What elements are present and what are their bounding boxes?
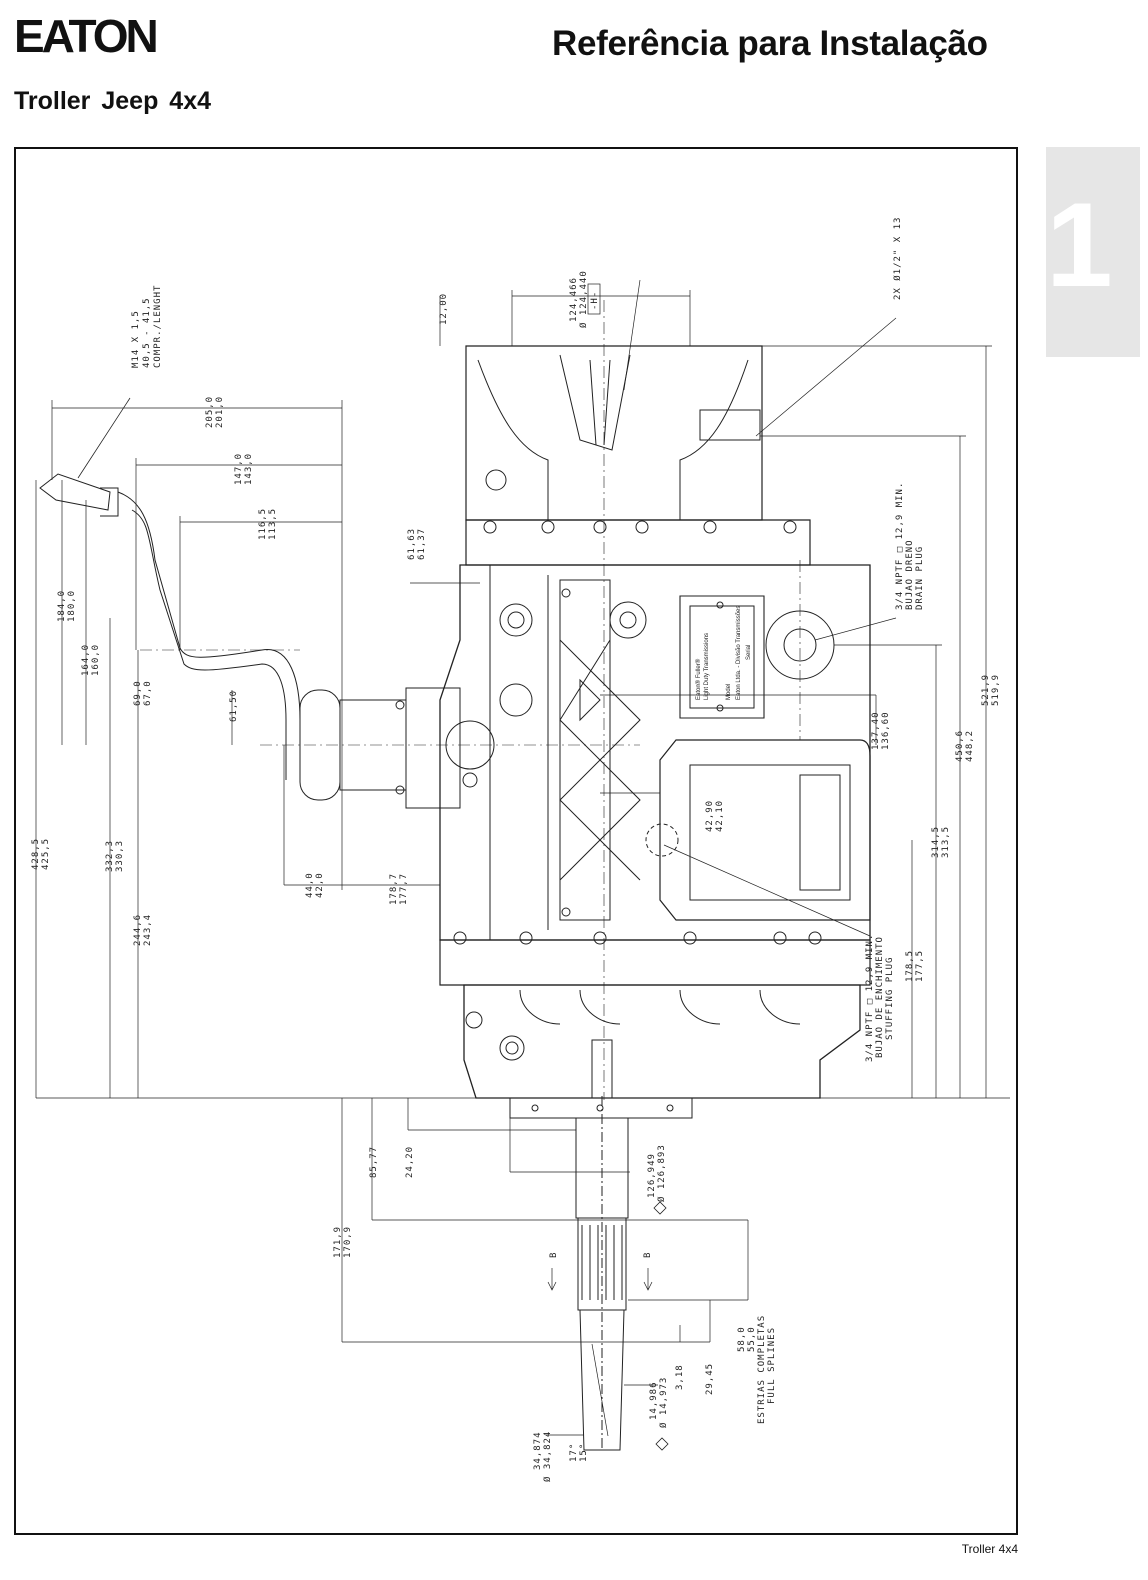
- dim-14986: 14,986: [649, 1381, 659, 1420]
- dim-6163: 61,63: [407, 528, 417, 560]
- dim-69: 69,0: [133, 680, 143, 706]
- eaton-logo: EATON: [14, 14, 164, 56]
- nameplate-line1: Light Duty Transmissions: [704, 633, 710, 700]
- nameplate-line3: Model: [726, 684, 732, 700]
- dim-1785: 178,5: [905, 950, 915, 982]
- dim-164: 164,0: [81, 644, 91, 676]
- lever-length-caption: COMPR./LENGHT: [153, 285, 163, 368]
- dim-1709: 170,9: [343, 1226, 353, 1258]
- center-lines: [140, 300, 801, 1100]
- page-subtitle: Troller Jeep 4x4: [14, 87, 212, 115]
- dim-4482: 448,2: [965, 730, 975, 762]
- dim-126949: 126,949: [647, 1153, 657, 1198]
- drain-plug-en: DRAIN PLUG: [915, 546, 925, 610]
- fill-plug-en: STUFFING PLUG: [885, 957, 895, 1040]
- dim-2945: 29,45: [705, 1363, 715, 1395]
- dim-6137: 61,37: [417, 528, 427, 560]
- dim-318: 3,18: [675, 1364, 685, 1390]
- datum-h: -H-: [590, 291, 600, 310]
- dim-42: 42,0: [315, 872, 325, 898]
- dim-2420: 24,20: [405, 1146, 415, 1178]
- dim-8577: 85,77: [369, 1146, 379, 1178]
- dim-116: 116,5: [258, 508, 268, 540]
- splines-pt: ESTRIAS COMPLETAS: [757, 1315, 767, 1424]
- fill-plug-pt: BUJAO DE ENCHIMENTO: [875, 936, 885, 1058]
- dim-143: 143,0: [244, 453, 254, 485]
- shift-lever: [39, 397, 301, 780]
- dim-55: 55,0: [747, 1326, 757, 1352]
- splines-en: FULL SPLINES: [767, 1327, 777, 1404]
- dim-34824: Ø 34,824: [542, 1431, 553, 1482]
- section-number: 1: [1046, 178, 1113, 312]
- dim-2446: 244,6: [133, 914, 143, 946]
- dim-13660: 136,60: [881, 711, 891, 750]
- dim-6150: 61,50: [229, 690, 239, 722]
- drawing-frame: [14, 147, 1018, 1535]
- bolt-spec: 2X Ø1/2" X 13: [892, 217, 903, 300]
- dim-5199: 519,9: [991, 674, 1001, 706]
- dim-44: 44,0: [305, 872, 315, 898]
- dim-3145: 314,5: [931, 826, 941, 858]
- drain-plug-pt: BUJAO DRENO: [905, 539, 915, 610]
- dim-201: 201,0: [215, 396, 225, 428]
- dim-4506: 450,6: [955, 730, 965, 762]
- dim-180: 180,0: [67, 590, 77, 622]
- dim-13740: 137,40: [871, 711, 881, 750]
- dim-12: 12,00: [439, 293, 449, 325]
- dim-205: 205,0: [205, 396, 215, 428]
- angle-15: 15°: [579, 1443, 589, 1462]
- nameplate-line2: Eaton Ltda. - Divisão Transmissões: [736, 606, 742, 700]
- nameplate-brand: Eaton® Fuller®: [695, 658, 702, 700]
- lever-thread-label: M14 X 1,5: [131, 310, 141, 368]
- dimension-lines: [35, 279, 1010, 1437]
- dim-3323: 332,3: [105, 840, 115, 872]
- dim-126893: Ø 126,893: [656, 1144, 667, 1202]
- nameplate-line4: Serial: [746, 645, 752, 660]
- dim-1719: 171,9: [333, 1226, 343, 1258]
- dim-34874: 34,874: [533, 1431, 543, 1470]
- section-tab: 1: [1046, 147, 1140, 357]
- dimension-labels: M14 X 1,5 40,5 - 41,5 COMPR./LENGHT 205,…: [31, 217, 1001, 1482]
- dim-184: 184,0: [57, 590, 67, 622]
- brand-wordmark: EATON: [14, 14, 157, 56]
- dim-124440: Ø 124,440: [578, 270, 589, 328]
- transmission-housing: [299, 345, 871, 1451]
- dim-4210: 42,10: [715, 800, 725, 832]
- page-footer: Troller 4x4: [961, 1542, 1018, 1556]
- dim-4290: 42,90: [705, 800, 715, 832]
- dim-1775: 177,5: [915, 950, 925, 982]
- section-b-left: B: [549, 1252, 559, 1258]
- fill-plug-spec: 3/4 NPTF □ 12,9 MIN.: [865, 934, 875, 1062]
- dim-160: 160,0: [91, 644, 101, 676]
- drain-plug-spec: 3/4 NPTF □ 12,9 MIN.: [895, 482, 905, 610]
- dim-113: 113,5: [268, 508, 278, 540]
- dim-14973: Ø 14,973: [658, 1377, 669, 1428]
- dim-124466: 124,466: [569, 277, 579, 322]
- dim-1787: 178,7: [389, 873, 399, 905]
- dim-147: 147,0: [234, 453, 244, 485]
- dim-67: 67,0: [143, 680, 153, 706]
- dim-5219: 521,9: [981, 674, 991, 706]
- lever-length-label: 40,5 - 41,5: [142, 297, 152, 368]
- dim-4285: 428,5: [31, 838, 41, 870]
- dim-1777: 177,7: [399, 873, 409, 905]
- section-b-right: B: [643, 1252, 653, 1258]
- page-title: Referência para Instalação: [552, 24, 988, 63]
- dim-2434: 243,4: [143, 914, 153, 946]
- dim-4255: 425,5: [41, 838, 51, 870]
- angle-17: 17°: [569, 1443, 579, 1462]
- dim-3303: 330,3: [115, 840, 125, 872]
- dim-3135: 313,5: [941, 826, 951, 858]
- dim-58: 58,0: [737, 1326, 747, 1352]
